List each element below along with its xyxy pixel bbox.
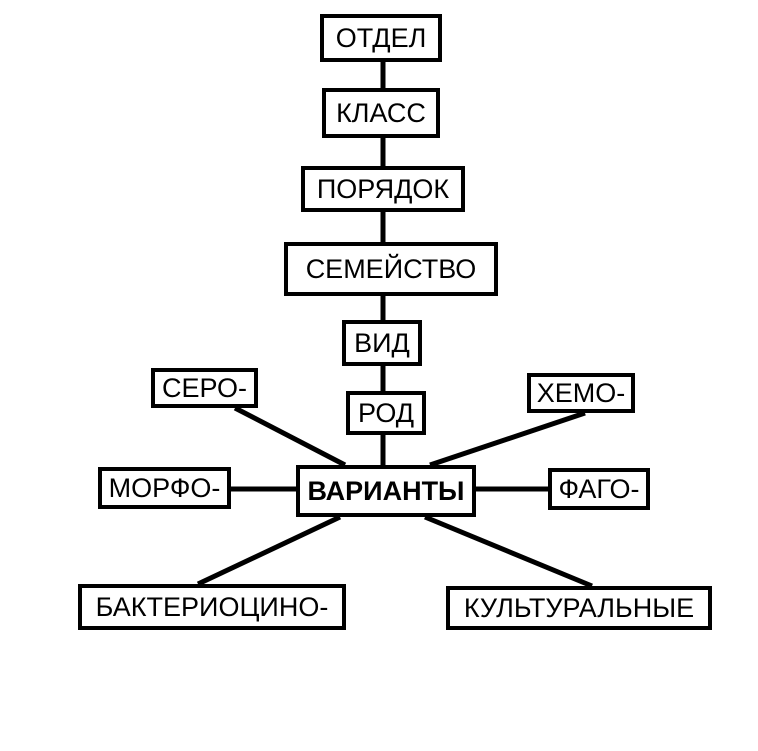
node-fago: ФАГО- bbox=[548, 468, 650, 510]
node-rod: РОД bbox=[346, 391, 426, 435]
node-kulturalnye: КУЛЬТУРАЛЬНЫЕ bbox=[446, 586, 712, 630]
node-bakteriocino: БАКТЕРИОЦИНО- bbox=[78, 584, 346, 630]
node-otdel: ОТДЕЛ bbox=[320, 14, 442, 62]
node-hemo: ХЕМО- bbox=[527, 373, 635, 413]
edge-sero-varianty bbox=[233, 405, 347, 468]
node-varianty: ВАРИАНТЫ bbox=[296, 465, 476, 517]
node-vid: ВИД bbox=[342, 320, 422, 366]
node-poryadok: ПОРЯДОК bbox=[301, 166, 465, 212]
edge-bakteriocino-varianty bbox=[196, 514, 342, 587]
node-klass: КЛАСС bbox=[322, 88, 440, 138]
edge-kulturalnye-varianty bbox=[424, 514, 593, 589]
node-morfo: МОРФО- bbox=[98, 467, 231, 509]
node-semeystvo: СЕМЕЙСТВО bbox=[284, 242, 498, 296]
node-sero: СЕРО- bbox=[151, 368, 258, 408]
edge-hemo-varianty bbox=[429, 410, 586, 468]
